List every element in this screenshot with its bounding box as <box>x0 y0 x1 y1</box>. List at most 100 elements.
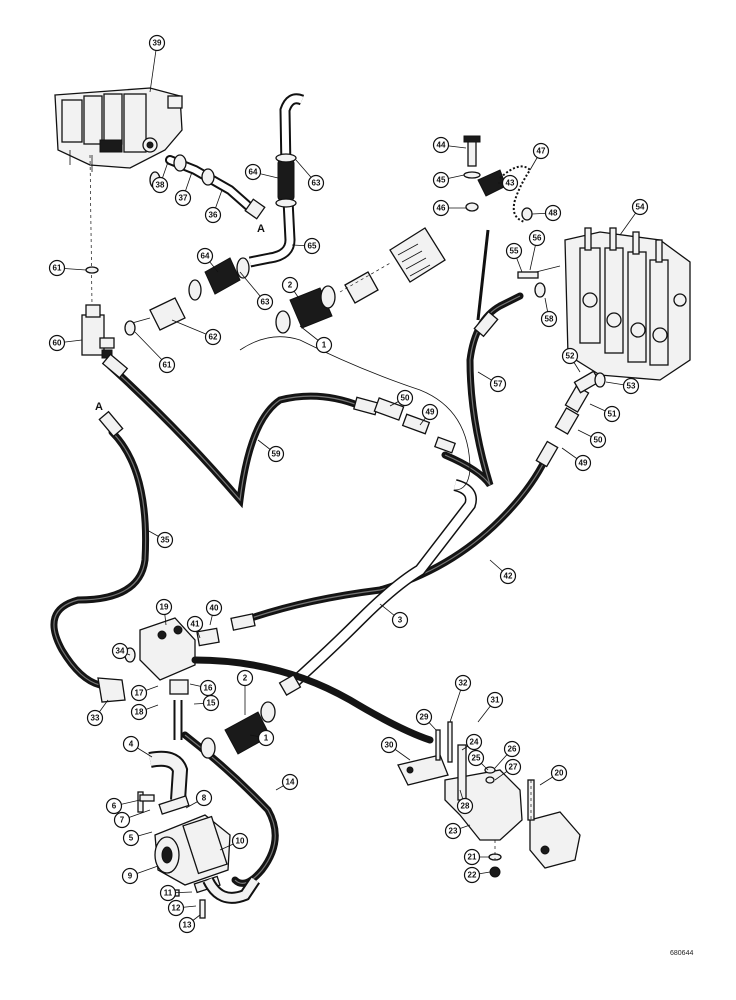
callout-circle <box>257 729 275 747</box>
callout-30: 30 <box>380 736 411 761</box>
callout-label: 8 <box>202 794 207 803</box>
callout-39: 39 <box>148 34 166 93</box>
callout-circle <box>303 237 321 255</box>
callout-51: 51 <box>589 403 621 423</box>
callout-circle <box>307 174 325 192</box>
callout-label: 14 <box>286 778 295 787</box>
callout-64: 64 <box>196 247 219 273</box>
callout-circle <box>130 703 148 721</box>
callout-label: 52 <box>566 352 575 361</box>
callout-21: 21 <box>463 848 490 866</box>
callout-2: 2 <box>281 276 301 301</box>
callout-circle <box>204 206 222 224</box>
callout-circle <box>463 848 481 866</box>
callout-43: 43 <box>498 174 519 192</box>
hose-59 <box>101 353 379 509</box>
callout-label: 50 <box>594 436 603 445</box>
callout-42: 42 <box>489 559 517 585</box>
callout-label: 47 <box>537 147 546 156</box>
callout-circle <box>151 176 169 194</box>
callout-circle <box>155 598 173 616</box>
drawing-number: 680644 <box>670 950 693 957</box>
callout-circle <box>391 611 409 629</box>
section-marks: A A <box>95 223 265 413</box>
control-valve-right <box>517 227 691 381</box>
hose-35 <box>50 410 150 703</box>
callout-47: 47 <box>529 142 550 171</box>
callout-54: 54 <box>619 198 649 236</box>
callout-label: 58 <box>545 315 554 324</box>
callout-circle <box>315 336 333 354</box>
callout-65: 65 <box>291 237 321 255</box>
callout-circle <box>532 142 550 160</box>
callout-circle <box>503 740 521 758</box>
callout-label: 49 <box>426 408 435 417</box>
callout-circle <box>465 733 483 751</box>
callout-circle <box>130 684 148 702</box>
callout-label: 24 <box>470 738 479 747</box>
callout-circle <box>121 867 139 885</box>
callout-circle <box>244 163 262 181</box>
callout-label: 25 <box>472 754 481 763</box>
callout-label: 30 <box>385 741 394 750</box>
filter-element <box>339 227 446 304</box>
callout-label: 7 <box>120 816 125 825</box>
callout-label: 5 <box>129 834 134 843</box>
diverter-valve-19 <box>124 617 220 695</box>
callout-22: 22 <box>463 866 491 884</box>
callout-41: 41 <box>186 615 204 639</box>
callout-label: 6 <box>112 802 117 811</box>
callout-label: 26 <box>508 745 517 754</box>
callout-label: 20 <box>555 769 564 778</box>
callout-circle <box>550 764 568 782</box>
callout-circle <box>561 347 579 365</box>
callout-44: 44 <box>432 136 467 154</box>
callout-label: 27 <box>509 763 518 772</box>
hose-42 <box>230 440 559 631</box>
callout-label: 32 <box>459 679 468 688</box>
callout-circle <box>186 615 204 633</box>
callout-circle <box>544 204 562 222</box>
section-letter-a-upper: A <box>257 223 265 235</box>
callout-circle <box>574 454 592 472</box>
callout-36: 36 <box>204 189 223 224</box>
callout-circle <box>204 328 222 346</box>
callout-label: 63 <box>312 179 321 188</box>
callout-label: 34 <box>116 647 125 656</box>
callout-leader <box>149 42 158 93</box>
callout-label: 61 <box>163 361 172 370</box>
callout-circle <box>432 171 450 189</box>
callout-label: 15 <box>207 699 216 708</box>
callout-38: 38 <box>151 161 169 194</box>
callout-2: 2 <box>236 669 254 715</box>
callout-circle <box>178 916 196 934</box>
callout-20: 20 <box>539 764 568 786</box>
callout-circle <box>174 189 192 207</box>
callout-label: 1 <box>322 341 327 350</box>
control-valve-upper-left <box>54 87 183 172</box>
callout-circle <box>111 642 129 660</box>
callout-1: 1 <box>249 729 275 747</box>
callout-46: 46 <box>432 199 466 217</box>
callout-14: 14 <box>275 773 299 791</box>
callout-label: 16 <box>204 684 213 693</box>
callout-circle <box>463 866 481 884</box>
callout-34: 34 <box>111 642 131 660</box>
callout-label: 40 <box>210 604 219 613</box>
pressure-tube-36 <box>165 154 266 220</box>
callout-32: 32 <box>449 674 472 723</box>
callout-circle <box>156 531 174 549</box>
callout-label: 45 <box>437 176 446 185</box>
callout-62: 62 <box>171 319 222 346</box>
callout-8: 8 <box>185 789 213 809</box>
callout-circle <box>122 735 140 753</box>
callout-40: 40 <box>205 599 223 626</box>
callout-50: 50 <box>389 389 414 407</box>
callout-55: 55 <box>505 242 523 273</box>
hose-57 <box>441 229 524 488</box>
callout-circle <box>528 229 546 247</box>
callout-circle <box>432 136 450 154</box>
callout-circle <box>486 691 504 709</box>
